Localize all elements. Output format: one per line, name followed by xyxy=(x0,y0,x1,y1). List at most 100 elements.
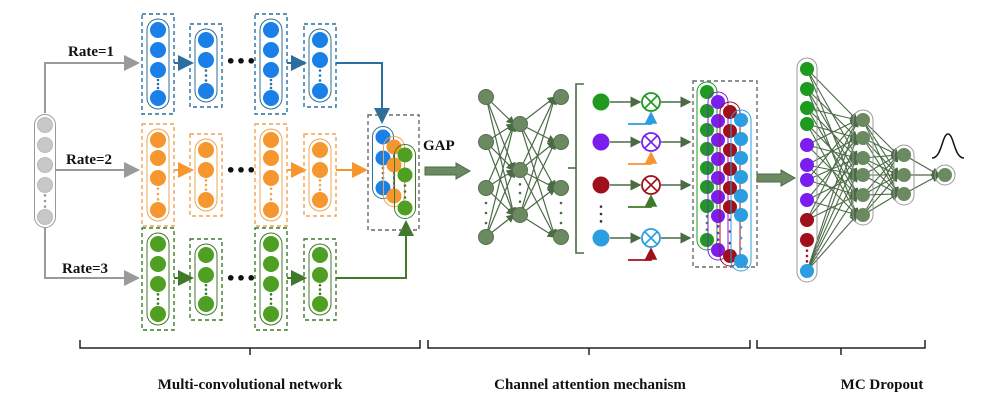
neuron-node xyxy=(263,170,279,186)
neuron-node xyxy=(263,236,279,252)
feature-pill xyxy=(308,138,332,212)
neuron-node xyxy=(700,85,714,99)
neuron-node xyxy=(734,113,748,127)
connector-rate-3 xyxy=(44,228,140,286)
vertical-dots xyxy=(204,179,208,182)
neuron-node xyxy=(734,151,748,165)
neuron-node xyxy=(700,233,714,247)
vertical-dots xyxy=(716,225,720,228)
vertical-dots xyxy=(318,179,322,182)
reweighted-features xyxy=(692,80,758,272)
mc-input-node xyxy=(800,138,814,152)
mc-input-node xyxy=(800,213,814,227)
mc-edge xyxy=(806,107,859,123)
neuron-node xyxy=(734,254,748,268)
neuron-node xyxy=(723,105,737,119)
dashed-frame xyxy=(141,13,175,115)
vertical-dots xyxy=(269,187,273,190)
neuron-node xyxy=(150,62,166,78)
vertical-dots xyxy=(156,198,160,201)
neuron-node xyxy=(723,162,737,176)
neuron-node xyxy=(198,247,214,263)
ellipsis-dots: ••• xyxy=(226,269,257,288)
fc-node xyxy=(512,162,528,178)
feature-pill xyxy=(308,243,332,316)
neuron-node xyxy=(711,114,725,128)
vertical-dots xyxy=(559,221,563,225)
feature-pill xyxy=(194,138,218,212)
vertical-dots xyxy=(269,198,273,201)
vertical-dots xyxy=(43,199,47,203)
neuron-node xyxy=(700,142,714,156)
dashed-frame xyxy=(254,227,288,331)
neuron-node xyxy=(700,161,714,175)
fc-edge xyxy=(519,140,556,216)
mc-edge xyxy=(862,154,899,216)
neuron-node xyxy=(734,170,748,184)
vertical-dots xyxy=(739,226,743,229)
neuron-node xyxy=(397,147,413,163)
vertical-dots xyxy=(318,69,322,72)
feature-pill xyxy=(394,144,416,219)
vertical-dots xyxy=(716,231,720,235)
neuron-node xyxy=(263,150,279,166)
mc-input-node xyxy=(800,158,814,172)
attention-weight-input xyxy=(628,247,658,261)
neuron-node xyxy=(150,42,166,58)
mc-input-node xyxy=(800,82,814,96)
neuron-node xyxy=(37,137,53,153)
rate-label-2: Rate=2 xyxy=(66,152,112,168)
mc-edge xyxy=(806,156,858,272)
feature-pill xyxy=(146,128,170,222)
neuron-node xyxy=(37,117,53,133)
feature-pill xyxy=(146,232,170,326)
neuron-node xyxy=(150,236,166,252)
vertical-dots xyxy=(484,221,488,225)
dashed-frame xyxy=(254,123,288,227)
mc-edge xyxy=(806,118,859,272)
multiply-icon-stroke xyxy=(644,178,658,192)
attention-weight-input xyxy=(628,194,658,208)
vertical-dots xyxy=(518,191,522,195)
vertical-dots xyxy=(156,78,160,82)
vertical-dots xyxy=(156,86,160,90)
neuron-node xyxy=(263,22,279,38)
neuron-node xyxy=(312,83,328,99)
fc-edge xyxy=(519,123,557,239)
feature-pill xyxy=(259,18,283,110)
neuron-node xyxy=(37,157,53,173)
multiply-icon-stroke xyxy=(644,95,658,109)
vertical-dots xyxy=(156,192,160,196)
mc-edge xyxy=(806,68,858,121)
mc-hidden-node xyxy=(897,168,911,182)
mc-hidden-node xyxy=(856,113,870,127)
attention-to-mc-arrow-shape xyxy=(756,169,797,187)
multiply-icon-stroke xyxy=(644,231,658,245)
vertical-dots xyxy=(318,288,322,291)
vertical-dots xyxy=(204,183,208,187)
fc-node xyxy=(553,229,569,245)
vertical-dots xyxy=(403,184,407,187)
vertical-dots xyxy=(156,82,160,86)
vertical-dots xyxy=(269,192,273,196)
neuron-node xyxy=(198,52,214,68)
fc-edge xyxy=(485,122,517,238)
fc-node xyxy=(512,207,528,223)
neuron-node xyxy=(312,32,328,48)
vertical-dots xyxy=(716,238,720,241)
neuron-node xyxy=(386,139,402,155)
vertical-dots xyxy=(318,79,322,82)
feature-pill xyxy=(707,91,729,261)
feature-pill xyxy=(730,109,752,272)
neuron-node xyxy=(150,256,166,272)
mc-edge xyxy=(806,194,858,221)
dashed-frame xyxy=(303,238,337,321)
neuron-node xyxy=(312,162,328,178)
gap-arrow xyxy=(424,162,472,180)
mc-hidden-node xyxy=(856,151,870,165)
mc-edge xyxy=(806,136,859,272)
vertical-dots xyxy=(43,205,47,208)
neuron-node xyxy=(198,296,214,312)
fc-node xyxy=(478,134,494,150)
vertical-dots xyxy=(739,236,743,240)
